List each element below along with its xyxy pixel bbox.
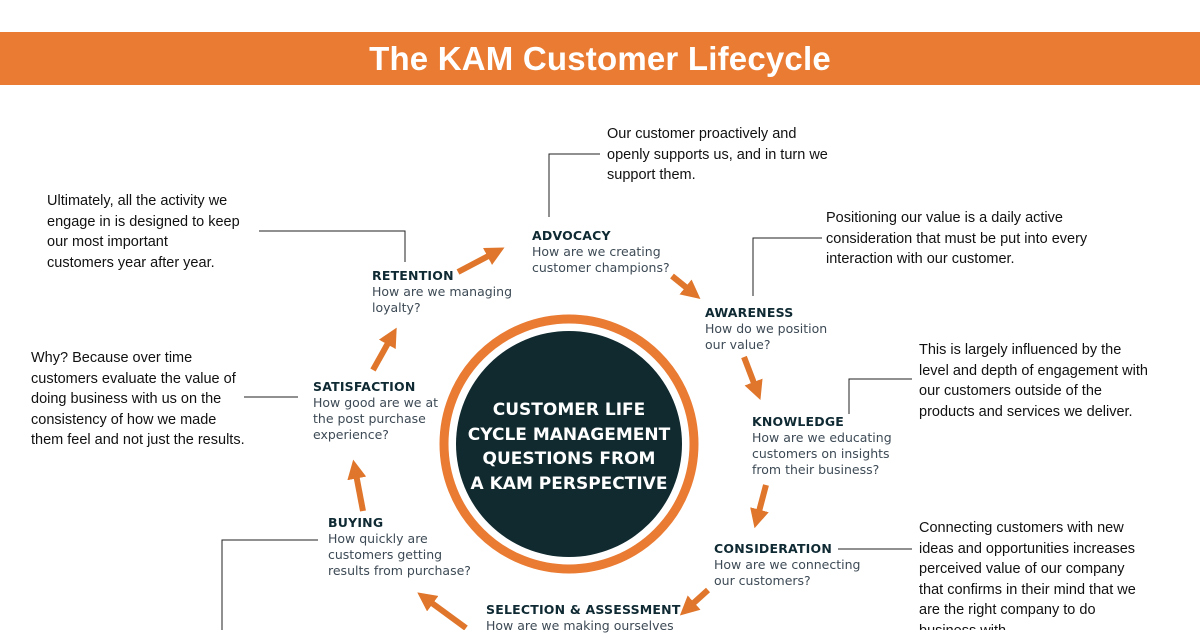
stage-title: KNOWLEDGE [752, 414, 845, 429]
note-line: them feel and not just the results. [31, 432, 245, 448]
stage-title: SELECTION & ASSESSMENT [486, 602, 681, 617]
note-line: products and services we deliver. [919, 403, 1133, 420]
stage-question: How are we connecting [714, 557, 861, 572]
note-line: our customers outside of the [919, 383, 1102, 399]
note-line: customers evaluate the value of [31, 370, 236, 387]
center-label: CUSTOMER LIFE CYCLE MANAGEMENT QUESTIONS… [464, 398, 674, 496]
center-line: CUSTOMER LIFE [492, 400, 646, 420]
center-line: A KAM PERSPECTIVE [470, 473, 668, 494]
stage-question: customers on insights [752, 446, 890, 461]
stage-question: experience? [313, 427, 389, 442]
note-retention: Ultimately, all the activity we engage i… [47, 191, 240, 273]
note-line: openly supports us, and in turn we [607, 146, 828, 163]
note-advocacy: Our customer proactively and openly supp… [607, 124, 828, 186]
note-line: interaction with our customer. [826, 251, 1015, 267]
stage-title: AWARENESS [705, 305, 794, 320]
note-line: our most important [47, 234, 168, 250]
note-line: Positioning our value is a daily active [826, 210, 1063, 226]
note-line: that confirms in their mind that we [919, 581, 1136, 598]
stage-advocacy: ADVOCACY How are we creating customer ch… [532, 228, 670, 276]
stage-question: the post purchase [313, 411, 426, 426]
stage-question: How do we position [705, 321, 828, 336]
stage-title: ADVOCACY [532, 228, 611, 243]
stage-question: How quickly are [328, 531, 428, 546]
note-line: This is largely influenced by the [919, 342, 1122, 358]
stage-selection-assessment: SELECTION & ASSESSMENT How are we making… [486, 602, 681, 634]
stage-consideration: CONSIDERATION How are we connecting our … [714, 541, 860, 589]
stage-question: How are we educating [752, 430, 892, 445]
stage-question: How are we managing [372, 284, 513, 299]
stage-question: our value? [705, 337, 771, 352]
stage-question: results from purchase? [328, 563, 471, 578]
arrow-advocacy-to-awareness [670, 273, 701, 300]
note-line: are the right company to do [919, 602, 1096, 618]
note-line: doing business with us on the [31, 391, 222, 407]
stage-title: BUYING [328, 515, 384, 530]
note-line: ideas and opportunities increases [919, 540, 1136, 557]
stage-title: SATISFACTION [313, 379, 416, 394]
connector-buying [221, 539, 318, 630]
page-title: The KAM Customer Lifecycle [369, 39, 831, 77]
title-banner: The KAM Customer Lifecycle [0, 32, 1200, 85]
stage-knowledge: KNOWLEDGE How are we educating customers… [752, 414, 892, 478]
stage-question: How are we making ourselves [486, 618, 674, 633]
stage-question: loyalty? [372, 300, 421, 315]
note-knowledge: This is largely influenced by the level … [919, 340, 1148, 422]
note-line: engage in is designed to keep [47, 213, 240, 230]
connector-knowledge [848, 378, 912, 414]
arrow-retention-to-advocacy [456, 247, 505, 275]
stage-satisfaction: SATISFACTION How good are we at the post… [313, 379, 438, 443]
center-circle [456, 331, 682, 557]
note-line: perceived value of our company [919, 561, 1125, 577]
note-line: support them. [607, 167, 696, 183]
center-line: QUESTIONS FROM [482, 449, 656, 469]
arrow-consideration-to-selection [679, 587, 711, 616]
arrow-knowledge-to-consideration [750, 484, 769, 529]
arrow-satisfaction-to-retention [370, 327, 397, 372]
arrow-awareness-to-knowledge [741, 355, 763, 400]
stage-question: our customers? [714, 573, 811, 588]
note-line: consideration that must be put into ever… [826, 230, 1088, 247]
note-satisfaction: Why? Because over time customers evaluat… [31, 348, 245, 451]
stage-question: from their business? [752, 462, 880, 477]
note-line: Ultimately, all the activity we [47, 193, 228, 209]
note-line: business with [919, 621, 1136, 631]
note-line: Why? Because over time [31, 350, 193, 366]
connector-awareness [752, 237, 822, 296]
stage-question: customers getting [328, 547, 443, 562]
stage-title: RETENTION [372, 268, 454, 283]
stage-question: How good are we at [313, 395, 439, 410]
stage-buying: BUYING How quickly are customers getting… [328, 515, 471, 579]
stage-awareness: AWARENESS How do we position our value? [705, 305, 827, 353]
arrow-selection-to-buying [417, 592, 468, 630]
note-line: customers year after year. [47, 254, 215, 271]
note-awareness: Positioning our value is a daily active … [826, 208, 1087, 270]
stage-title: CONSIDERATION [714, 541, 833, 556]
note-line: Our customer proactively and [607, 126, 797, 142]
center-line: CYCLE MANAGEMENT [467, 424, 671, 445]
note-line: level and depth of engagement with [919, 362, 1148, 379]
connector-retention [259, 230, 406, 262]
note-consideration: Connecting customers with new ideas and … [919, 518, 1136, 630]
stage-question: How are we creating [532, 244, 661, 259]
note-line: consistency of how we made [31, 411, 217, 428]
stage-question: customer champions? [532, 260, 670, 275]
stage-retention: RETENTION How are we managing loyalty? [372, 268, 512, 316]
note-line: Connecting customers with new [919, 520, 1124, 536]
connector-advocacy [548, 153, 600, 217]
arrow-buying-to-satisfaction [347, 459, 367, 512]
